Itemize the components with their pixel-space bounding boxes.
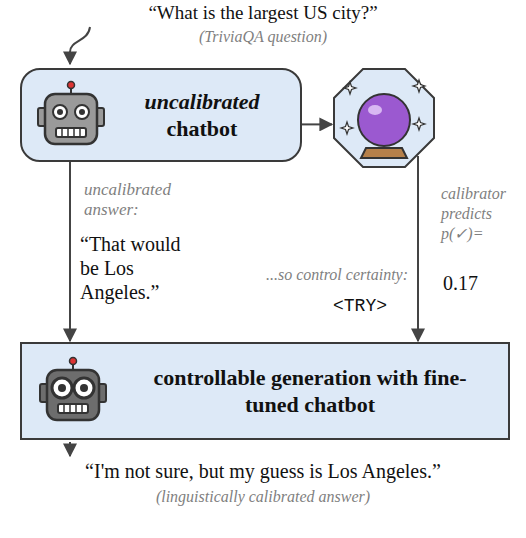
probability-value: 0.17 (443, 272, 513, 295)
octagon-outline (333, 68, 435, 168)
control-token: <TRY> (318, 296, 402, 316)
robot-icon (38, 356, 108, 426)
flow-arrow (69, 162, 71, 341)
box-label: controllable generation with fine-tuned … (142, 364, 478, 418)
leader-arrow (69, 442, 71, 456)
leader-arrow (70, 27, 90, 64)
box-label: uncalibrated (114, 88, 290, 115)
answer-text: “That would be Los Angeles.” (80, 232, 198, 304)
process-box: uncalibratedchatbot (20, 68, 302, 162)
flow-arrow (417, 156, 419, 341)
box-label: chatbot (114, 115, 290, 142)
answer-text: “I'm not sure, but my guess is Los Angel… (0, 460, 526, 483)
box-label: controllable generation with fine-tuned … (142, 364, 478, 418)
edge-note: ...so control certainty: (232, 266, 408, 284)
question-text: “What is the largest US city?” (0, 2, 526, 24)
box-label: uncalibratedchatbot (114, 88, 290, 142)
process-box: controllable generation with fine-tuned … (20, 342, 510, 440)
flow-arrow (302, 123, 332, 125)
calibrator-octagon: calibrator predicts p(✓)= (333, 68, 435, 168)
source-note: (linguistically calibrated answer) (0, 488, 526, 506)
edge-note: uncalibrated answer: (84, 180, 204, 220)
node-caption: calibrator predicts p(✓)= (441, 184, 519, 244)
source-note: (TriviaQA question) (0, 28, 526, 46)
robot-icon (36, 80, 106, 150)
